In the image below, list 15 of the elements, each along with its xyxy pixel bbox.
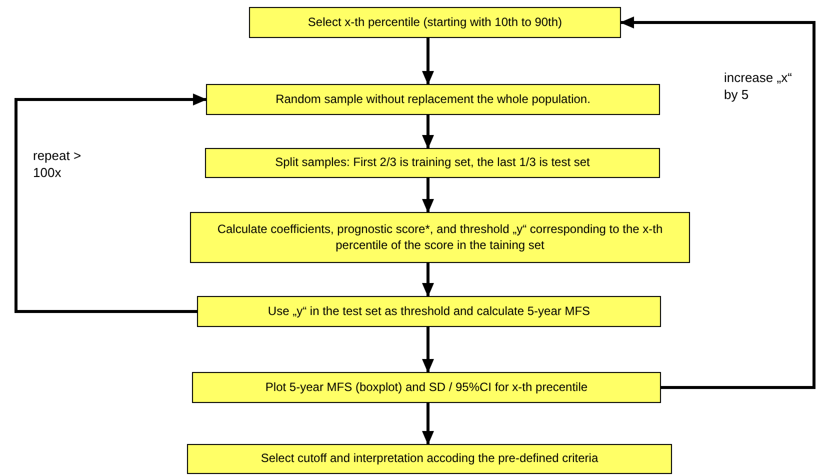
process-box: Use „y“ in the test set as threshold and calculate 5-year MFS bbox=[197, 296, 661, 327]
arrow bbox=[422, 327, 434, 373]
process-box: Random sample without replacement the whole population. bbox=[206, 84, 660, 115]
arrow bbox=[620, 16, 816, 389]
process-box: Select cutoff and interpretation accoding the pre-defined criteria bbox=[187, 444, 672, 474]
arrow bbox=[422, 115, 434, 149]
arrow bbox=[422, 38, 434, 85]
process-box: Split samples: First 2/3 is training set, the last 1/3 is test set bbox=[205, 148, 660, 178]
process-box: Plot 5-year MFS (boxplot) and SD / 95%CI for x-th precentile bbox=[192, 372, 661, 403]
arrow bbox=[422, 263, 434, 297]
arrow bbox=[422, 403, 434, 445]
arrow bbox=[422, 178, 434, 213]
arrow bbox=[14, 94, 207, 313]
process-box: Calculate coefficients, prognostic score*, and threshold „y“ corresponding to the x-th percentile of the score in the taining set bbox=[190, 212, 690, 263]
process-box: Select x-th percentile (starting with 10th to 90th) bbox=[249, 7, 621, 38]
